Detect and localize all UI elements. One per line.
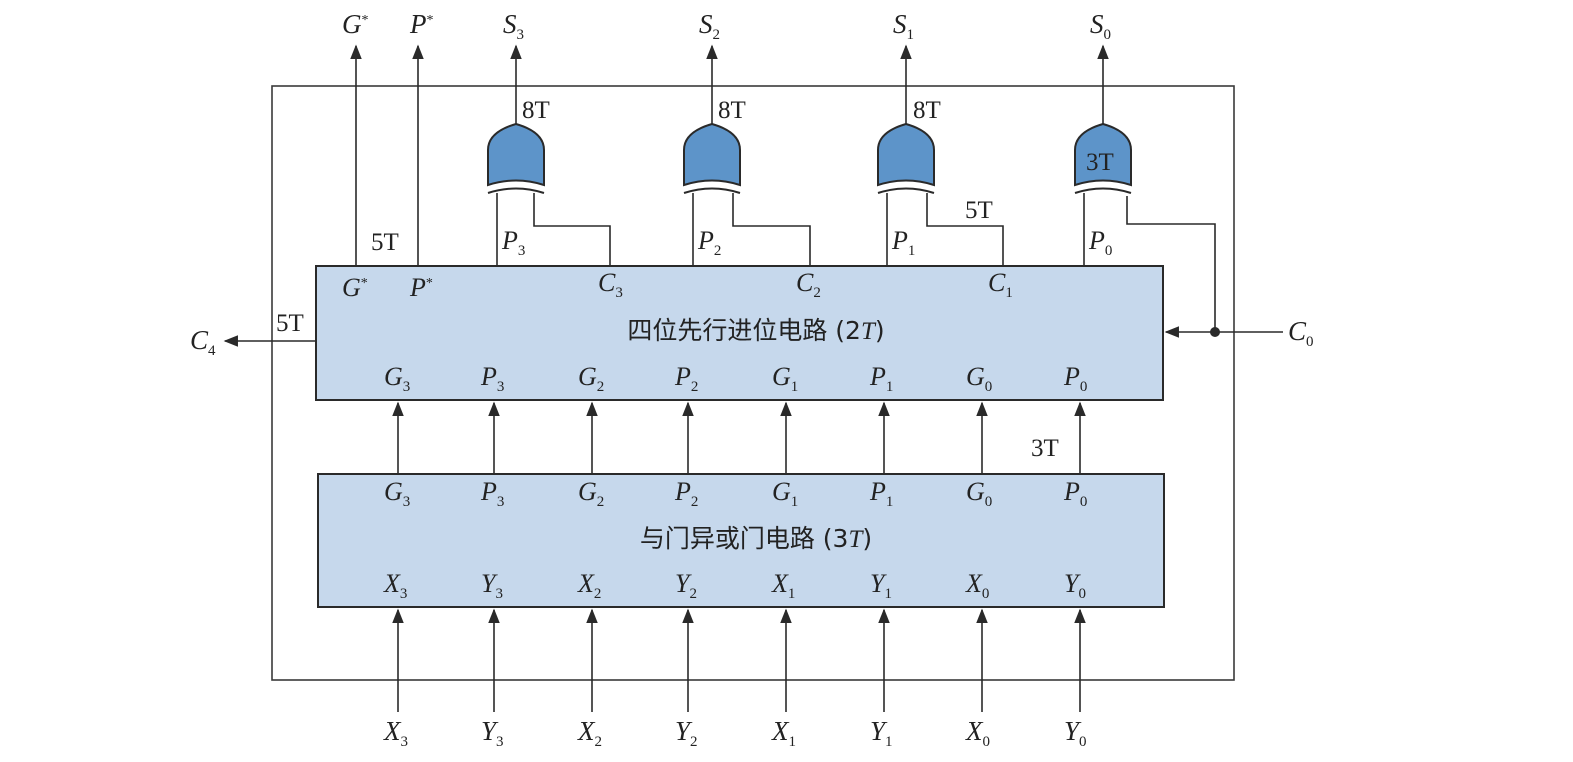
p-star-output-label: P* <box>409 9 434 39</box>
cla-pin-c3: C3 <box>598 268 623 301</box>
xor-gate-s1 <box>877 122 935 194</box>
input-label: Y3 <box>481 716 504 750</box>
cla-bottom-pin: G2 <box>578 362 604 395</box>
and-xor-top-pin: P1 <box>869 477 893 510</box>
c4-label: C4 <box>190 325 216 359</box>
s2-delay-label: 8T <box>718 97 746 124</box>
s3-delay-label: 8T <box>522 97 550 124</box>
input-label: X1 <box>771 716 796 750</box>
cla-pin-c2: C2 <box>796 268 821 301</box>
and-xor-top-pin: G3 <box>384 477 410 510</box>
s2-output-label: S2 <box>699 9 720 43</box>
input-wires <box>392 608 1086 712</box>
c3-xor-wire <box>533 193 611 266</box>
input-label: X0 <box>965 716 990 750</box>
external-input-labels: X3 Y3 X2 Y2 X1 Y1 X0 Y0 <box>383 716 1087 750</box>
cla-bottom-pin: P3 <box>480 362 504 395</box>
xor-gate-s0 <box>1074 122 1132 194</box>
and-xor-top-pin: P2 <box>674 477 698 510</box>
and-xor-top-pin: P0 <box>1063 477 1087 510</box>
input-label: Y2 <box>675 716 698 750</box>
cla-pin-p-star: P* <box>409 273 433 302</box>
cla-block <box>315 265 1164 401</box>
c0-to-xor-wire <box>1126 196 1216 332</box>
p0-link-delay-label: 3T <box>1031 435 1059 462</box>
and-xor-bottom-pin: X0 <box>965 569 989 602</box>
and-xor-bottom-pin: Y2 <box>675 569 697 602</box>
s0-output-label: S0 <box>1090 9 1111 43</box>
gp-wires <box>392 401 1086 474</box>
and-xor-top-pin: G0 <box>966 477 992 510</box>
and-xor-bottom-pin: X1 <box>771 569 795 602</box>
and-xor-block <box>317 473 1165 608</box>
and-xor-bottom-pin: Y3 <box>481 569 503 602</box>
cla-bottom-pin: G1 <box>772 362 798 395</box>
and-xor-bottom-pin: X2 <box>577 569 601 602</box>
input-label: Y1 <box>870 716 893 750</box>
input-label: X2 <box>577 716 602 750</box>
xor-gate-s2 <box>683 122 741 194</box>
and-xor-bottom-pin: Y1 <box>870 569 892 602</box>
c1-delay-label: 5T <box>965 197 993 224</box>
and-xor-top-pin: G1 <box>772 477 798 510</box>
and-xor-bottom-pin: X3 <box>383 569 407 602</box>
and-xor-top-pin: P3 <box>480 477 504 510</box>
cla-bottom-pin: G3 <box>384 362 410 395</box>
xor-gate-s3 <box>487 122 545 194</box>
cla-bottom-pin: P0 <box>1063 362 1087 395</box>
c0-label: C0 <box>1288 316 1314 350</box>
and-xor-top-pin: G2 <box>578 477 604 510</box>
s3-output-label: S3 <box>503 9 524 43</box>
gp-star-delay-label: 5T <box>371 229 399 256</box>
c2-xor-wire <box>732 193 811 266</box>
xor-wire-label-p2: P2 <box>697 226 721 259</box>
s0-gate-delay-label: 3T <box>1086 149 1114 176</box>
and-xor-bottom-pin: Y0 <box>1064 569 1086 602</box>
cla-pin-g-star: G* <box>342 273 368 302</box>
and-xor-bottom-pins: X3 Y3 X2 Y2 X1 Y1 X0 Y0 <box>383 569 1086 602</box>
input-label: X3 <box>383 716 408 750</box>
xor-wire-label-p0: P0 <box>1088 226 1112 259</box>
outer-frame <box>271 85 1235 681</box>
c4-delay-label: 5T <box>276 310 304 337</box>
cla-block-title: 四位先行进位电路 (2T) <box>627 316 884 345</box>
input-label: Y0 <box>1064 716 1087 750</box>
xor-wire-label-p3: P3 <box>501 226 525 259</box>
and-xor-block-title: 与门异或门电路 (3T) <box>640 524 872 553</box>
g-star-output-label: G* <box>342 9 369 39</box>
s1-delay-label: 8T <box>913 97 941 124</box>
c1-xor-wire <box>926 193 1004 266</box>
cla-bottom-pins: G3 P3 G2 P2 G1 P1 G0 P0 <box>384 362 1087 395</box>
s1-output-label: S1 <box>893 9 914 43</box>
xor-wire-label-p1: P1 <box>891 226 915 259</box>
cla-bottom-pin: P2 <box>674 362 698 395</box>
cla-bottom-pin: P1 <box>869 362 893 395</box>
and-xor-top-pins: G3 P3 G2 P2 G1 P1 G0 P0 <box>384 477 1087 510</box>
cla-pin-c1: C1 <box>988 268 1013 301</box>
cla-bottom-pin: G0 <box>966 362 992 395</box>
